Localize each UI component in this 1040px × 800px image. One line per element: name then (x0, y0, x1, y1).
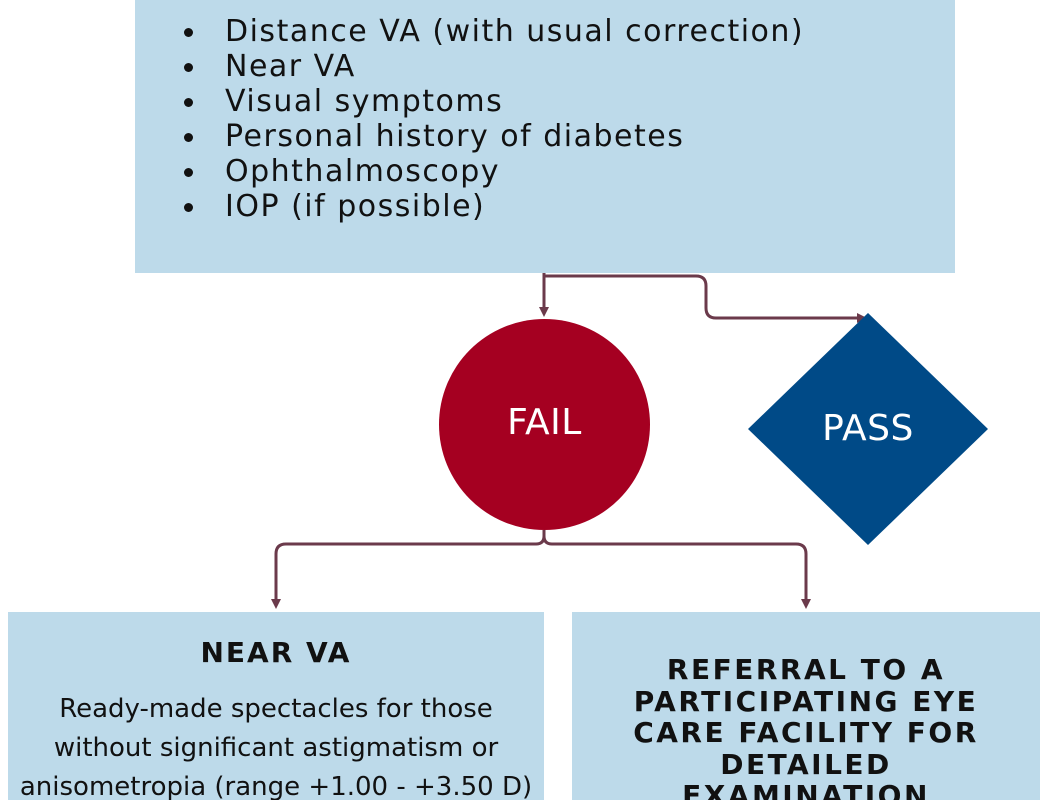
list-item: Distance VA (with usual correction) (184, 14, 805, 49)
list-item-label: Visual symptoms (225, 84, 504, 119)
list-item: Near VA (184, 49, 804, 84)
referral-box: REFERRAL TO A PARTICIPATING EYE CARE FAC… (572, 612, 1040, 800)
referral-line: REFERRAL TO A (666, 653, 946, 686)
referral-title: REFERRAL TO A PARTICIPATING EYE CARE FAC… (572, 654, 1040, 800)
bullet-icon (184, 168, 193, 177)
referral-line: DETAILED (720, 747, 892, 781)
pass-node (748, 313, 988, 545)
bullet-icon (184, 98, 193, 107)
near-va-line: anisometropia (range +1.00 - +3.50 D) (19, 772, 533, 800)
arrow-to-pass (544, 274, 867, 323)
near-va-title: NEAR VA (200, 636, 352, 669)
referral-line: CARE FACILITY FOR (633, 716, 979, 749)
list-item: Ophthalmoscopy (184, 154, 804, 189)
list-item-label: Ophthalmoscopy (225, 154, 501, 189)
near-va-box: NEAR VA Ready-made spectacles for those … (8, 612, 544, 800)
pass-label: PASS (822, 408, 914, 449)
bullet-icon (184, 133, 193, 142)
list-item: Visual symptoms (184, 84, 804, 119)
bullet-icon (184, 28, 193, 37)
list-item-label: Personal history of diabetes (225, 119, 685, 154)
list-item-label: Distance VA (with usual correction) (225, 14, 805, 49)
fail-label: FAIL (507, 402, 582, 443)
near-va-line: without significant astigmatism or (53, 733, 499, 763)
list-item-label: Near VA (225, 49, 356, 84)
referral-line: PARTICIPATING EYE (633, 684, 979, 718)
screening-criteria-box: Distance VA (with usual correction) Near… (135, 0, 955, 273)
arrow-to-near-va (271, 530, 546, 609)
list-item: Personal history of diabetes (184, 119, 804, 154)
list-item-label: IOP (if possible) (225, 189, 486, 224)
screening-criteria-list: Distance VA (with usual correction) Near… (184, 14, 805, 224)
bullet-icon (184, 63, 193, 72)
referral-line: EXAMINATION (682, 779, 930, 800)
near-va-line: Ready-made spectacles for those (59, 694, 493, 724)
bullet-icon (184, 203, 193, 212)
near-va-description: Ready-made spectacles for those without … (8, 690, 544, 800)
list-item: IOP (if possible) (184, 189, 804, 224)
fail-node: FAIL (439, 319, 650, 530)
arrow-to-referral (542, 535, 811, 609)
